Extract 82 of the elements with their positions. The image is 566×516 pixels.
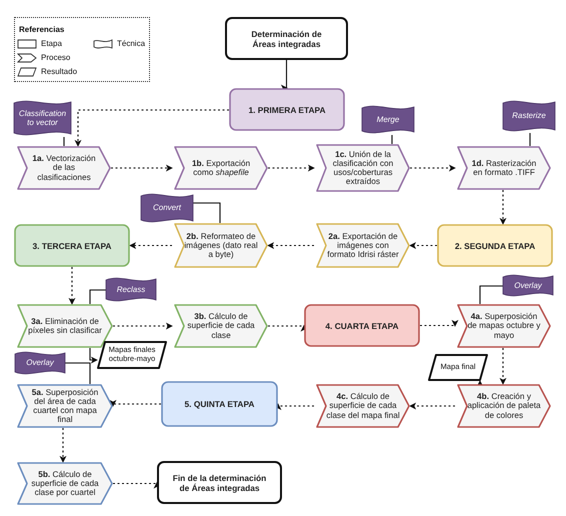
connector-line	[193, 202, 221, 223]
node-text: 4. CUARTA ETAPA	[324, 320, 400, 330]
process-step	[15, 462, 113, 505]
process-step	[172, 304, 268, 348]
result-parallelogram	[428, 354, 488, 381]
technique-flag	[362, 105, 414, 135]
connector-line	[391, 135, 393, 144]
process-step	[455, 146, 551, 190]
arrow	[409, 242, 437, 249]
technique-label: Merge	[376, 116, 400, 124]
arrow	[268, 164, 315, 172]
arrow	[110, 400, 161, 407]
process-step	[15, 146, 111, 190]
result-parallelogram	[97, 341, 167, 369]
technique-label: Convert	[152, 204, 182, 213]
connector-line	[529, 133, 531, 146]
node-text: 5. QUINTA ETAPA	[184, 399, 256, 409]
node-text: 2. SEGUNDA ETAPA	[454, 240, 536, 250]
legend-label: Resultado	[41, 67, 78, 76]
node-text: 4b. Creación y aplicación de paleta de colores	[466, 392, 542, 420]
node-text: 3. TERCERA ETAPA	[32, 240, 112, 250]
connector-line	[63, 137, 65, 146]
stage-box	[304, 304, 420, 347]
arrow	[410, 164, 456, 172]
node-text: 3b. Cálculo de superficie de cada clase	[186, 312, 256, 340]
stage-box	[14, 224, 130, 267]
node-text: 5b. Cálculo de superficie de cada clase por cuartel	[30, 470, 100, 498]
node-text: 4c. Cálculo de superficie de cada clase del mapa final	[325, 392, 401, 420]
arrow	[74, 109, 229, 147]
arrow	[60, 428, 66, 463]
node-text: 4a. Superposición de mapas octubre y mayo	[466, 312, 542, 340]
arrow	[113, 322, 173, 330]
node-text: 3a. Eliminación de píxeles sin clasificar	[27, 316, 103, 336]
process-step	[455, 384, 551, 428]
technique-flag	[14, 100, 71, 137]
process-step	[172, 223, 268, 268]
stage-box	[161, 381, 278, 427]
arrow	[111, 164, 173, 172]
node-text: 1. PRIMERA ETAPA	[247, 104, 327, 114]
technique-label: Reclass	[116, 286, 146, 294]
node-text: Determinación de Áreas integradas	[250, 28, 323, 48]
node-text: 2a. Exportación de imágenes con formato Idrisi ráster	[326, 232, 400, 260]
legend-title: Referencias	[19, 25, 64, 34]
terminal-box	[157, 461, 282, 504]
node-text: 5a. Superposición del área de cada cuartel con mapa final	[30, 388, 100, 424]
technique-flag	[503, 274, 553, 298]
technique-flag	[15, 351, 65, 376]
arrow	[500, 190, 506, 225]
process-step	[15, 304, 113, 348]
process-step	[314, 384, 410, 428]
legend-label: Técnica	[117, 39, 146, 48]
process-step	[15, 384, 113, 428]
stage-box	[229, 88, 345, 131]
connector-line	[89, 289, 106, 304]
node-text: Fin de la determinación de Áreas integradas	[172, 472, 268, 492]
process-step	[455, 304, 551, 348]
node-text: 1d. Rasterización en formato .TIFF	[470, 158, 538, 178]
terminal-box	[225, 17, 348, 60]
node-text: 1c. Unión de la clasificación con usos/coberturas extraídos	[332, 150, 394, 186]
node-text: 1a. Vectorización de las clasificaciones	[31, 154, 97, 182]
arrow	[89, 348, 98, 364]
node-text: 1b. Exportación como shapefile	[190, 158, 252, 178]
technique-flag	[503, 100, 555, 133]
arrow	[68, 267, 76, 305]
technique-label: Rasterize	[511, 112, 547, 121]
technique-label: Overlay	[25, 359, 55, 368]
process-step	[314, 223, 410, 268]
process-step	[314, 144, 410, 192]
legend-label: Etapa	[41, 39, 62, 48]
process-step	[172, 146, 268, 190]
technique-flag	[141, 193, 193, 224]
connector-line	[65, 362, 91, 384]
technique-label: Classification to vector	[18, 110, 68, 128]
arrow	[500, 348, 506, 385]
legend-label: Proceso	[41, 53, 70, 62]
technique-label: Overlay	[513, 282, 543, 290]
connector-line	[479, 285, 503, 304]
arrow	[420, 320, 458, 327]
stage-box	[437, 224, 553, 267]
arrow	[129, 242, 172, 249]
node-text: 2b. Reformateo de imágenes (dato real a byte)	[183, 232, 259, 260]
technique-flag	[106, 277, 156, 303]
